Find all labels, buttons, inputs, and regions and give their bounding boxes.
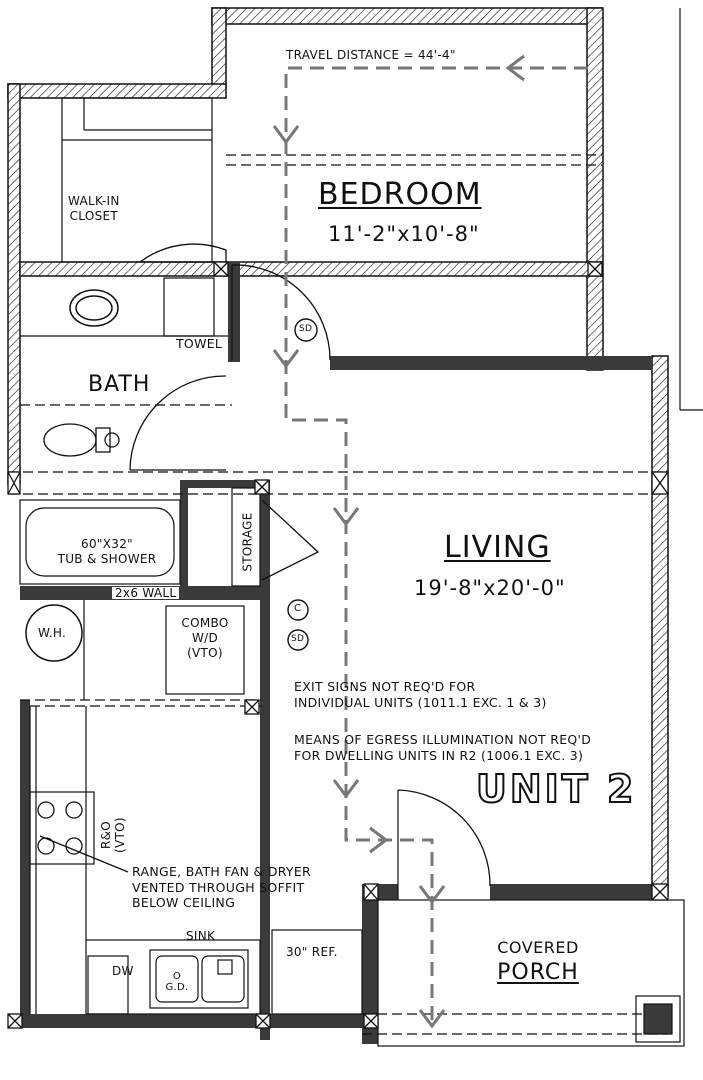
porch-label-line2: PORCH (497, 960, 579, 985)
water-heater-label: W.H. (38, 626, 67, 640)
combo-label-line1: COMBO (181, 616, 229, 630)
gd-line1: O (172, 971, 182, 982)
closet-label: WALK-IN CLOSET (68, 195, 120, 222)
garbage-disposal-label: O G.D. (160, 972, 194, 993)
interior-lines (8, 8, 703, 1047)
exit-sign-note-line2: INDIVIDUAL UNITS (1011.1 EXC. 1 & 3) (294, 694, 547, 710)
vent-note: RANGE, BATH FAN & DRYER VENTED THROUGH S… (132, 864, 312, 910)
range-label-line2: (VTO) (113, 817, 127, 853)
detector-icons (287, 318, 318, 651)
porch-label: COVERED PORCH (476, 940, 600, 984)
bedroom-title: BEDROOM (318, 177, 482, 212)
wall-label: 2x6 WALL (112, 587, 180, 599)
porch-label-line1: COVERED (497, 938, 579, 957)
egress-illumination-note: MEANS OF EGRESS ILLUMINATION NOT REQ'D F… (294, 732, 592, 763)
bath-title: BATH (88, 372, 151, 397)
storage-label: STORAGE (240, 512, 255, 572)
living-size: 19'-8"x20'-0" (414, 576, 566, 600)
unit-label: UNIT 2 (475, 767, 637, 811)
co-detector-label: C (294, 603, 302, 614)
closet-label-line1: WALK-IN (68, 194, 120, 208)
egress-note-line2: FOR DWELLING UNITS IN R2 (1006.1 EXC. 3) (294, 747, 584, 763)
exit-sign-note-line1: EXIT SIGNS NOT REQ'D FOR (294, 679, 476, 694)
egress-arrowheads (272, 54, 525, 1029)
lavatory-icon (69, 289, 119, 327)
combo-label-line2: W/D (191, 631, 219, 645)
smoke-detector-label-bedroom: SD (299, 324, 313, 334)
tub-label-line1: 60"X32" (81, 537, 133, 551)
exit-sign-note: EXIT SIGNS NOT REQ'D FOR INDIVIDUAL UNIT… (294, 679, 547, 710)
living-title: LIVING (444, 530, 551, 565)
combo-label-line3: (VTO) (187, 646, 223, 660)
tub-label: 60"X32" TUB & SHOWER (42, 538, 172, 565)
vent-leader-line (39, 835, 129, 873)
travel-distance-label: TRAVEL DISTANCE = 44'-4" (286, 48, 456, 62)
gd-line2: G.D. (165, 982, 189, 993)
towel-label: TOWEL (176, 336, 223, 351)
vent-note-line2: VENTED THROUGH SOFFIT (132, 879, 305, 895)
refrigerator-label: 30" REF. (286, 945, 338, 959)
egress-note-line1: MEANS OF EGRESS ILLUMINATION NOT REQ'D (294, 732, 592, 747)
combo-label: COMBO W/D (VTO) (170, 617, 240, 659)
smoke-detector-label: SD (291, 634, 305, 644)
vent-note-line3: BELOW CEILING (132, 895, 236, 910)
hatched-walls (7, 7, 669, 897)
tub-label-line2: TUB & SHOWER (57, 552, 157, 566)
range-label: R&O (VTO) (99, 810, 127, 860)
dishwasher-label: DW (112, 964, 134, 978)
sink-label: SINK (186, 929, 216, 943)
range-label-line1: R&O (99, 820, 113, 850)
corner-x-marks (7, 261, 669, 1029)
closet-label-line2: CLOSET (69, 209, 119, 223)
toilet-icon (43, 423, 120, 457)
vent-note-line1: RANGE, BATH FAN & DRYER (132, 864, 312, 879)
water-heater-icon (25, 604, 83, 662)
door-swings (129, 243, 491, 887)
bedroom-size: 11'-2"x10'-8" (328, 222, 480, 246)
range-burners-icon (37, 801, 83, 855)
